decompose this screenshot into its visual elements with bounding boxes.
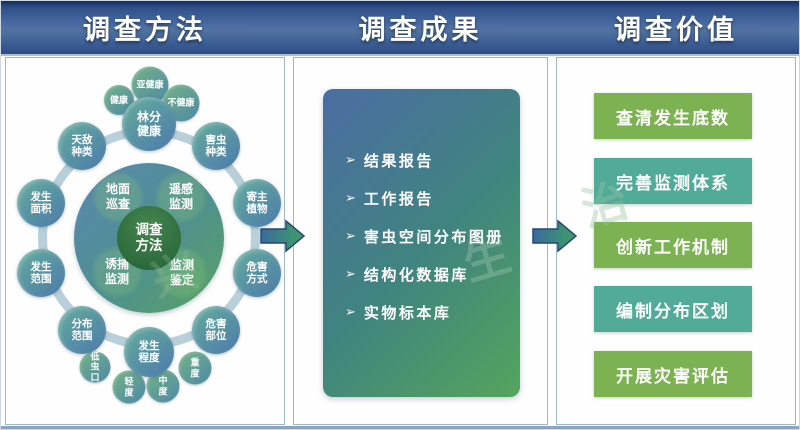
ring-node-distribution-range: 分布范围 xyxy=(58,306,106,354)
inner-method-label: 监测鉴定 xyxy=(169,258,194,287)
satellite-label: 不健康 xyxy=(167,97,195,108)
value-button-work-mechanism: 创新工作机制 xyxy=(594,222,752,268)
inner-method-label: 地面巡查 xyxy=(105,182,130,211)
ring-node-label: 发生范围 xyxy=(30,260,52,285)
inner-method-label: 诱捕监测 xyxy=(104,257,129,286)
header-title-values: 调查价值 xyxy=(614,15,738,45)
results-item-work-report: ➢ 工作报告 xyxy=(345,179,520,217)
satellite-label: 健康 xyxy=(109,94,128,105)
ring-node-label: 害虫种类 xyxy=(205,133,227,158)
ring-node-label: 发生程度 xyxy=(138,339,160,364)
ring-node-label: 发生面积 xyxy=(30,190,52,215)
results-card: ➢ 结果报告 ➢ 工作报告 ➢ 害虫空间分布图册 ➢ 结构化数据库 ➢ 实物标本库 xyxy=(323,89,520,397)
satellite-label: 亚健康 xyxy=(136,79,164,90)
satellite-heavy-degree: 重度 xyxy=(178,351,212,385)
bottom-divider xyxy=(1,426,799,429)
value-button-disaster-assessment: 开展灾害评估 xyxy=(594,351,752,397)
inner-method-label: 遥感监测 xyxy=(168,182,193,211)
results-item-label: 害虫空间分布图册 xyxy=(363,228,504,246)
results-item-label: 结构化数据库 xyxy=(363,266,469,284)
header-title-results: 调查成果 xyxy=(358,15,483,45)
results-item-atlas: ➢ 害虫空间分布图册 xyxy=(345,217,520,255)
ring-node-label: 分布范围 xyxy=(71,317,93,342)
satellite-label: 低虫口 xyxy=(90,351,100,383)
header-title-methods: 调查方法 xyxy=(83,15,207,45)
ring-node-host-plants: 寄主植物 xyxy=(233,179,281,227)
ring-node-label: 天敌种类 xyxy=(71,133,93,158)
header-bar xyxy=(1,1,799,56)
results-item-database: ➢ 结构化数据库 xyxy=(345,255,520,293)
ring-node-label: 危害部位 xyxy=(205,317,227,342)
arrow-bullet-icon: ➢ xyxy=(345,304,356,319)
inner-method-monitor-identify: 监测鉴定 xyxy=(169,258,195,288)
value-button-baseline: 查清发生底数 xyxy=(594,93,752,139)
satellite-low-population: 低虫口 xyxy=(79,351,111,383)
arrow-bullet-icon: ➢ xyxy=(345,228,356,243)
ring-node-damage-part: 危害部位 xyxy=(192,306,240,354)
inner-method-ground-patrol: 地面巡查 xyxy=(105,182,131,212)
ring-node-label: 危害方式 xyxy=(246,260,268,285)
ring-node-occurrence-scope: 发生范围 xyxy=(17,249,65,297)
satellite-label: 中度 xyxy=(158,375,168,396)
inner-method-trap-monitoring: 诱捕监测 xyxy=(104,257,130,287)
ring-node-occurrence-degree: 发生程度 xyxy=(124,327,174,377)
satellite-label: 轻度 xyxy=(124,376,134,397)
results-item-report: ➢ 结果报告 xyxy=(345,141,520,179)
flow-arrow-icon xyxy=(532,219,578,253)
results-item-specimens: ➢ 实物标本库 xyxy=(345,293,520,331)
wheel-center-label: 调查方法 xyxy=(135,222,163,253)
ring-node-label: 寄主植物 xyxy=(246,190,268,215)
results-item-label: 工作报告 xyxy=(363,190,434,208)
arrow-bullet-icon: ➢ xyxy=(345,190,356,205)
ring-node-label: 林分健康 xyxy=(137,109,162,138)
results-item-label: 结果报告 xyxy=(363,152,434,170)
satellite-label: 重度 xyxy=(190,357,200,378)
satellite-light-degree: 轻度 xyxy=(112,370,146,404)
value-button-distribution-zoning: 编制分布区划 xyxy=(594,286,752,332)
ring-node-natural-enemies: 天敌种类 xyxy=(58,122,106,170)
results-list: ➢ 结果报告 ➢ 工作报告 ➢ 害虫空间分布图册 ➢ 结构化数据库 ➢ 实物标本库 xyxy=(323,89,520,331)
ring-node-occurrence-area: 发生面积 xyxy=(17,179,65,227)
results-item-label: 实物标本库 xyxy=(363,304,452,322)
arrow-bullet-icon: ➢ xyxy=(345,152,356,167)
inner-method-remote-sensing: 遥感监测 xyxy=(168,182,194,212)
ring-node-damage-mode: 危害方式 xyxy=(233,249,281,297)
ring-node-stand-health: 林分健康 xyxy=(122,97,176,151)
wheel-center-circle: 调查方法 xyxy=(117,206,181,270)
ring-node-pest-species: 害虫种类 xyxy=(192,122,240,170)
arrow-bullet-icon: ➢ xyxy=(345,266,356,281)
value-button-monitoring-system: 完善监测体系 xyxy=(594,158,752,204)
flow-arrow-icon xyxy=(260,219,306,253)
